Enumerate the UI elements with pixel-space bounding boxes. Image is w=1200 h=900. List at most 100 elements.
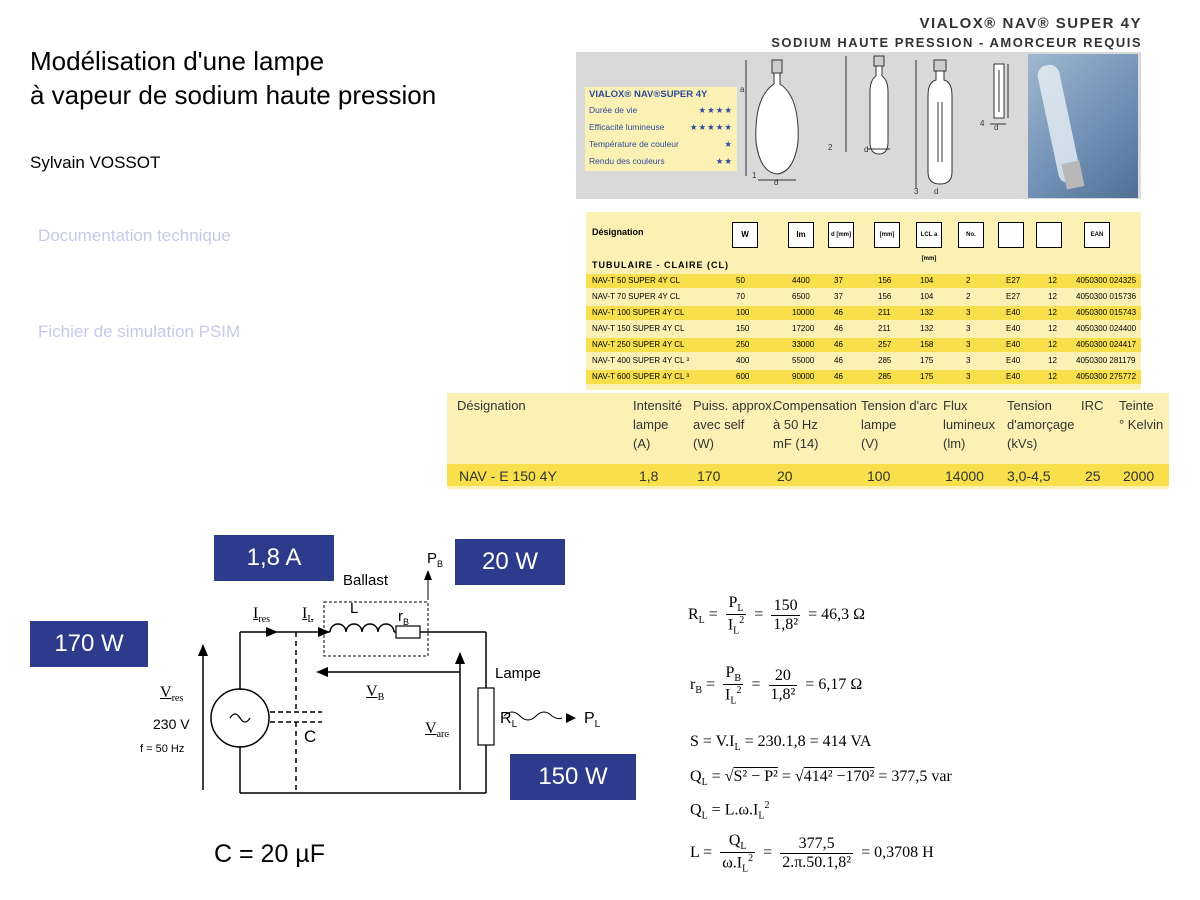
table-cell: 104 [920,292,934,301]
table-cell: 4050300 275772 [1076,372,1137,381]
table-cell: 3 [966,308,971,317]
table-cell: 70 [736,292,745,301]
table-cell: NAV-T 100 SUPER 4Y CL [592,308,685,317]
table-cell: E40 [1006,356,1021,365]
table-cell: 12 [1048,292,1057,301]
rb-label: rB [398,608,410,627]
rating-row: Rendu des couleurs ★★ [589,156,733,166]
table-cell: 285 [878,372,892,381]
table-cell: E27 [1006,276,1021,285]
table-cell: 100 [867,468,891,484]
ires-label: Ires [253,605,270,626]
table-cell: 1,8 [639,468,659,484]
title-line-1: Modélisation d'une lampe [30,46,325,76]
frequency-label: f = 50 Hz [140,743,185,755]
il-label: IL [302,605,314,626]
lamp-label: Lampe [495,665,541,682]
table-cell: 3 [966,340,971,349]
rating-row: Durée de vie ★★★★ [589,105,733,115]
svg-text:d: d [864,145,868,154]
base-icon [998,222,1024,248]
table-cell: E27 [1006,292,1021,301]
author: Sylvain VOSSOT [30,153,161,172]
table-cell: 90000 [792,372,815,381]
table-cell: 46 [834,372,843,381]
table-cell: E40 [1006,340,1021,349]
table-cell: 132 [920,308,934,317]
rating-title: VIALOX® NAV®SUPER 4Y [589,89,708,100]
table-cell: E40 [1006,372,1021,381]
table-cell: 3 [966,372,971,381]
table-cell: E40 [1006,308,1021,317]
barcode-icon: EAN [1084,222,1110,248]
table-cell: 4050300 024325 [1076,276,1137,285]
table-cell: 4050300 024417 [1076,340,1137,349]
formula-ql-inductance: QL = L.ω.IL2 [690,800,770,822]
table-header-cell: Puiss. approx.avec self(W) [693,398,776,451]
formula-s: S = V.IL = 230.1,8 = 414 VA [690,733,872,754]
table-cell: 46 [834,356,843,365]
table-cell: 12 [1048,340,1057,349]
table-cell: 4400 [792,276,810,285]
table-cell: NAV-T 250 SUPER 4Y CL [592,340,685,349]
table-cell: 175 [920,356,934,365]
table-cell: E40 [1006,324,1021,333]
current-box: 1,8 A [214,535,334,581]
table-cell: NAV-T 150 SUPER 4Y CL [592,324,685,333]
svg-text:d: d [774,178,778,187]
inductor-label: L [350,600,359,617]
diameter-icon: d [mm] [828,222,854,248]
watt-icon: W [732,222,758,248]
table-cell: 14000 [945,468,984,484]
svg-text:d: d [934,187,938,196]
table-cell: NAV - E 150 4Y [459,468,557,484]
table-cell: 33000 [792,340,815,349]
capacitor-label: C [304,727,317,746]
table-cell: 4050300 024400 [1076,324,1137,333]
lamp-photo [1028,54,1138,198]
table-cell: 37 [834,292,843,301]
input-power-box: 170 W [30,621,148,667]
lcl-icon: LCL a [mm] [916,222,942,262]
table-cell: 150 [736,324,750,333]
lumen-icon: lm [788,222,814,248]
varc-label: Varc [425,720,449,741]
table-cell: 46 [834,308,843,317]
table-cell: 25 [1085,468,1101,484]
table-cell: 600 [736,372,750,381]
product-name: VIALOX® NAV® SUPER 4Y [919,15,1142,32]
package-icon [1036,222,1062,248]
table-cell: 4050300 015736 [1076,292,1137,301]
table-cell: 156 [878,292,892,301]
svg-text:2: 2 [828,143,833,152]
table-cell: 50 [736,276,745,285]
catalog-table: Désignation W lm d [mm] [mm] LCL a [mm] … [586,212,1141,390]
ballast-label: Ballast [343,572,389,589]
link-documentation[interactable]: Documentation technique [38,226,231,245]
table-cell: 3 [966,356,971,365]
table-cell: 158 [920,340,934,349]
product-title: VIALOX® NAV® SUPER 4Y SODIUM HAUTE PRESS… [771,14,1142,52]
table-cell: 37 [834,276,843,285]
table-cell: 46 [834,324,843,333]
table-cell: 17200 [792,324,815,333]
table-cell: 12 [1048,356,1057,365]
svg-text:4: 4 [980,119,985,128]
table-header-cell: Désignation [457,398,526,413]
table-cell: 100 [736,308,750,317]
table-cell: NAV-T 50 SUPER 4Y CL [592,276,681,285]
link-simulation[interactable]: Fichier de simulation PSIM [38,322,241,341]
rating-panel: VIALOX® NAV®SUPER 4Y Durée de vie ★★★★ E… [585,87,737,171]
ballast-power-box: 20 W [455,539,565,585]
lamp-icon: No. [958,222,984,248]
table-cell: 4050300 015743 [1076,308,1137,317]
